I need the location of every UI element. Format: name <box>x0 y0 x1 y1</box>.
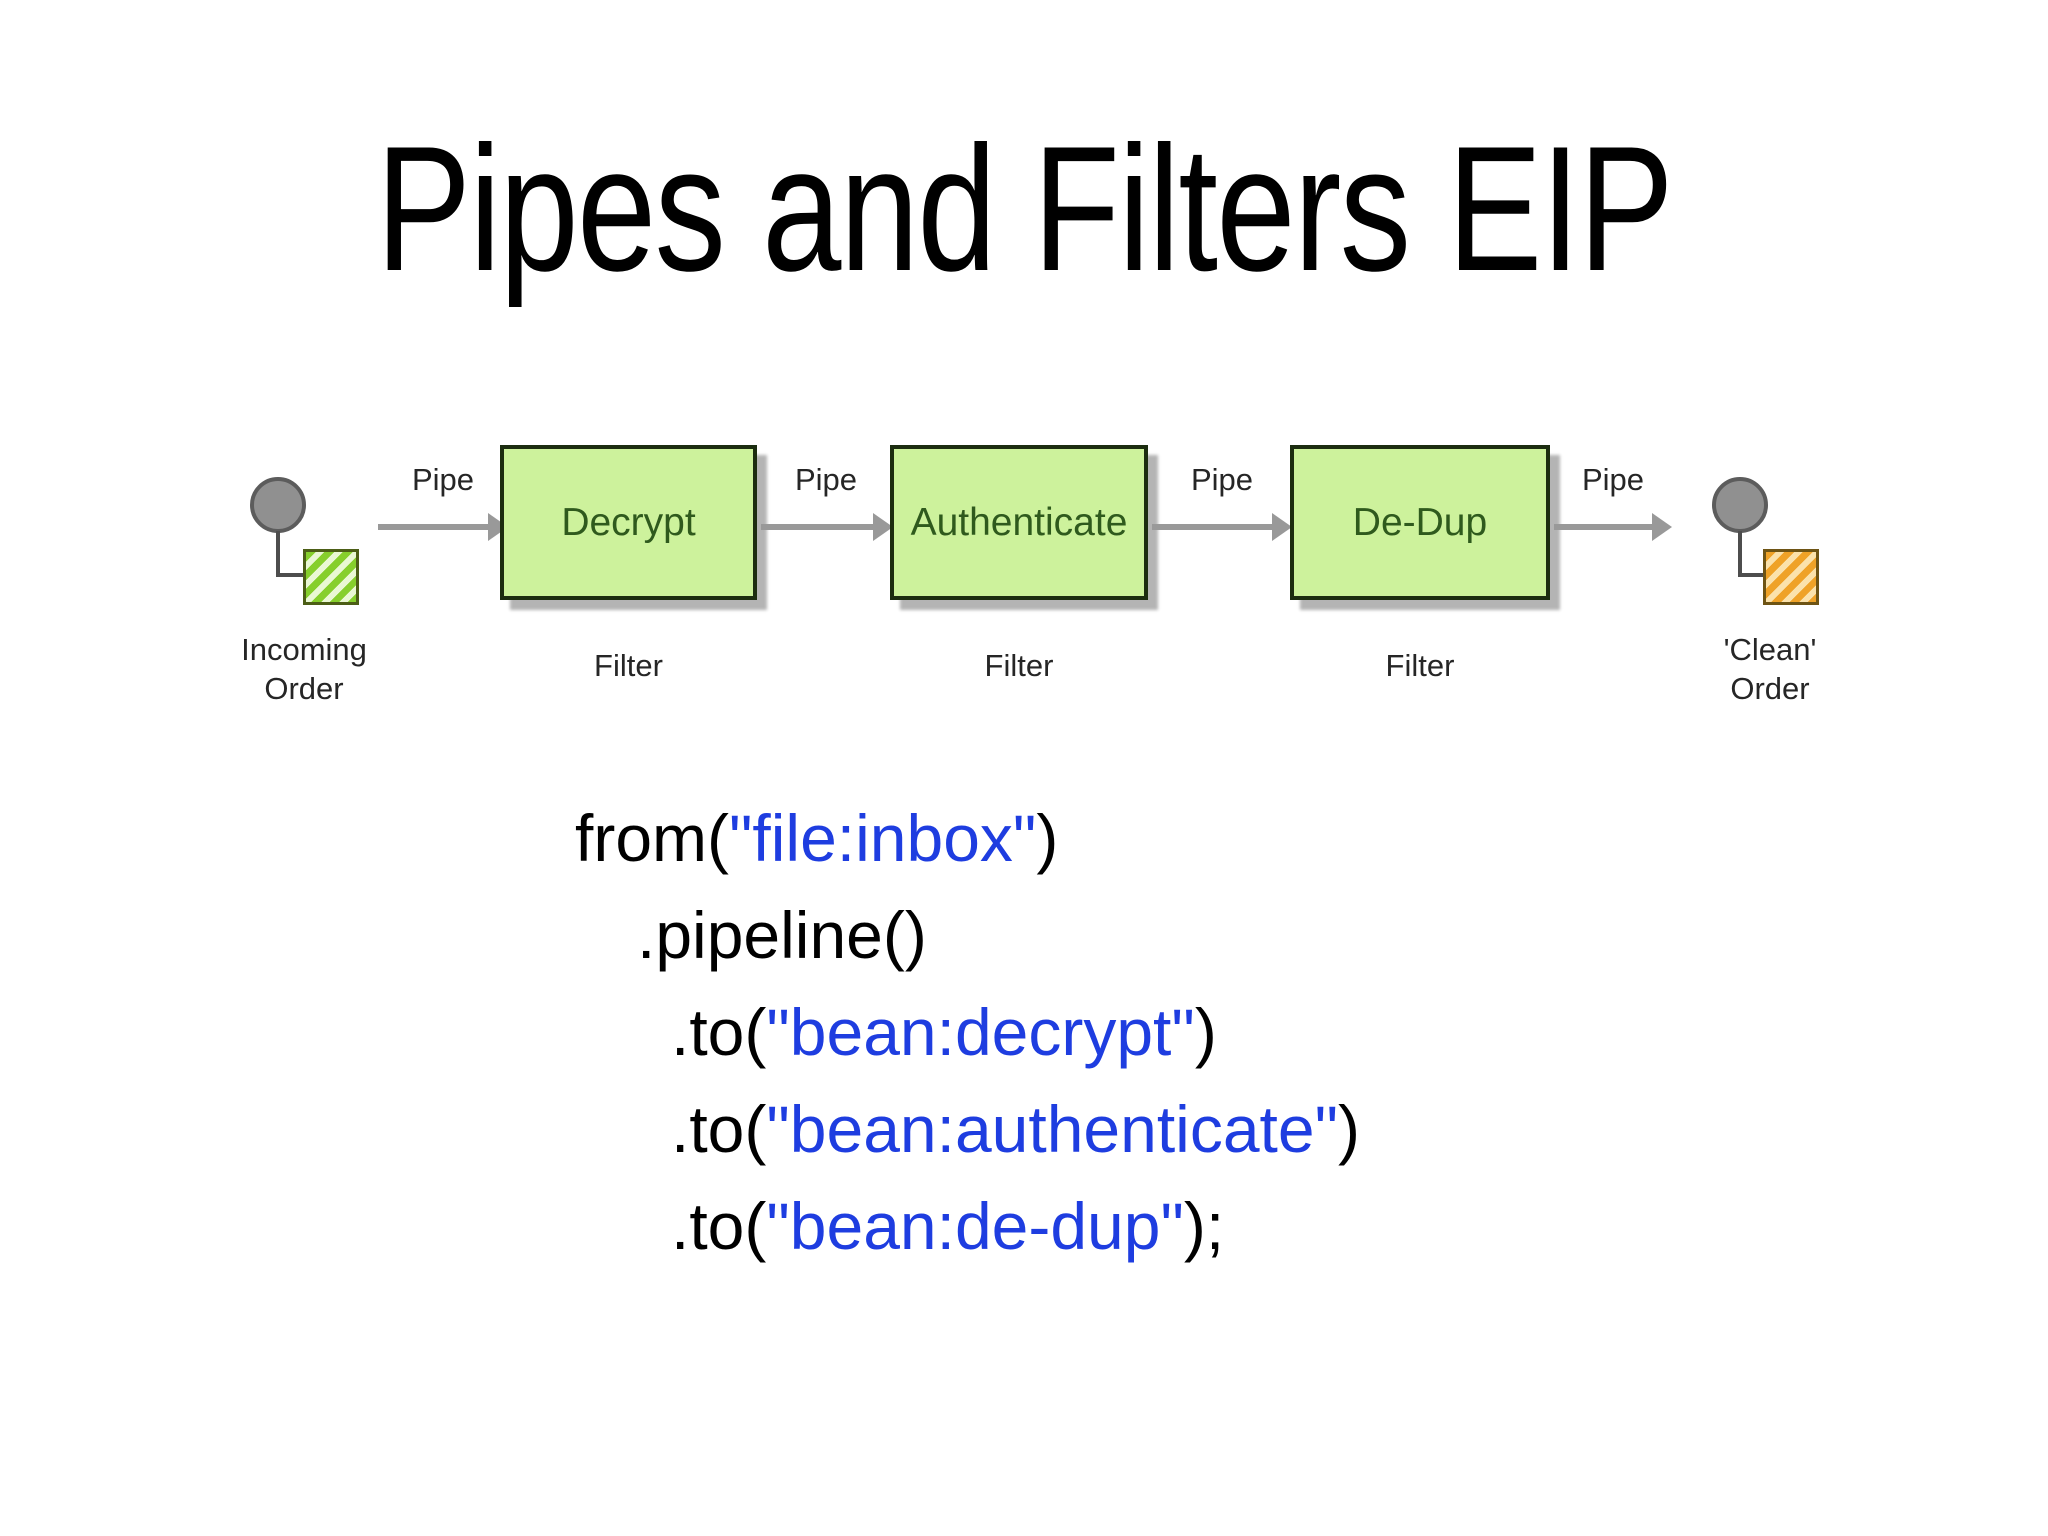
code-string-token: "bean:authenticate" <box>766 1092 1338 1166</box>
start-connector-vertical <box>276 531 280 577</box>
clean-order-label-line2: Order <box>1730 671 1810 706</box>
code-token: .to( <box>671 1189 767 1263</box>
pipe-label: Pipe <box>794 462 858 497</box>
code-token: from( <box>575 801 729 875</box>
clean-order-label-line1: 'Clean' <box>1723 632 1817 667</box>
code-token: ) <box>1036 801 1059 875</box>
code-token: .pipeline() <box>637 898 927 972</box>
pipe-arrow-head-icon <box>1652 513 1672 541</box>
clean-order-label: 'Clean' Order <box>1660 630 1880 708</box>
code-line: .to("bean:decrypt") <box>575 984 1360 1081</box>
code-token: ) <box>1194 995 1217 1069</box>
code-string-token: "file:inbox" <box>728 801 1037 875</box>
code-token: ); <box>1183 1189 1225 1263</box>
pipe-label: Pipe <box>411 462 475 497</box>
pipe-arrow-line <box>761 524 873 530</box>
filter-caption: Filter <box>1385 648 1455 683</box>
code-string-token: "bean:de-dup" <box>766 1189 1184 1263</box>
incoming-order-label-line2: Order <box>264 671 344 706</box>
code-token: ) <box>1338 1092 1360 1166</box>
pipe-arrow-line <box>378 524 488 530</box>
pipe-arrow-head-icon <box>1272 513 1292 541</box>
code-string-token: "bean:decrypt" <box>766 995 1195 1069</box>
end-connector-horizontal <box>1738 573 1766 577</box>
code-line: .to("bean:de-dup"); <box>575 1178 1360 1275</box>
filter-box-de-dup-label: De-Dup <box>1352 500 1488 544</box>
pipe-label: Pipe <box>1190 462 1254 497</box>
filter-box-decrypt: Decrypt <box>500 445 757 600</box>
pipe-arrow-line <box>1554 524 1652 530</box>
incoming-order-label-line1: Incoming <box>241 632 367 667</box>
pipe-arrow-line <box>1152 524 1272 530</box>
pipe-label: Pipe <box>1581 462 1645 497</box>
code-line: .pipeline() <box>575 887 1360 984</box>
end-connector-vertical <box>1738 531 1742 577</box>
incoming-order-label: Incoming Order <box>194 630 414 708</box>
incoming-order-icon <box>303 549 359 605</box>
filter-caption: Filter <box>984 648 1054 683</box>
code-token: .to( <box>671 1092 767 1166</box>
page-title-text: Pipes and Filters EIP <box>375 109 1674 308</box>
start-endpoint-icon <box>250 477 306 533</box>
code-block: from("file:inbox") .pipeline() .to("bean… <box>575 790 1360 1275</box>
page-title: Pipes and Filters EIP <box>0 106 2048 311</box>
pipe-arrow-head-icon <box>873 513 893 541</box>
filter-box-de-dup: De-Dup <box>1290 445 1550 600</box>
code-line: .to("bean:authenticate") <box>575 1081 1360 1178</box>
filter-box-authenticate-label: Authenticate <box>910 500 1128 544</box>
code-line: from("file:inbox") <box>575 790 1360 887</box>
filter-box-authenticate: Authenticate <box>890 445 1148 600</box>
filter-caption: Filter <box>594 648 663 683</box>
end-endpoint-icon <box>1712 477 1768 533</box>
start-connector-horizontal <box>276 573 306 577</box>
code-token: .to( <box>671 995 767 1069</box>
filter-box-decrypt-label: Decrypt <box>561 500 696 544</box>
clean-order-icon <box>1763 549 1819 605</box>
